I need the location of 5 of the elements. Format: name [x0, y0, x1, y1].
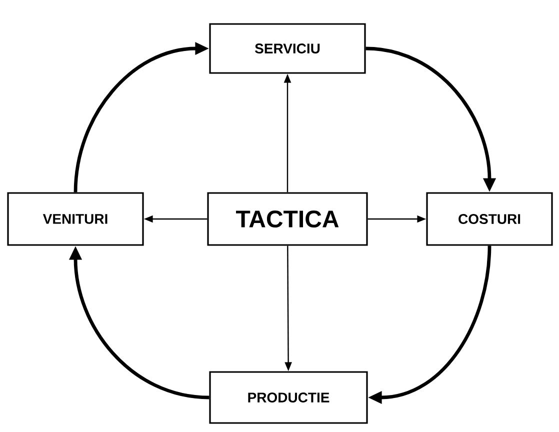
text-box: VENITURI [7, 192, 144, 246]
text-box: COSTURI [426, 192, 553, 246]
text-box: TACTICA [207, 192, 368, 246]
text-box: SERVICIU [209, 23, 366, 74]
text-box: PRODUCTIE [209, 371, 368, 424]
